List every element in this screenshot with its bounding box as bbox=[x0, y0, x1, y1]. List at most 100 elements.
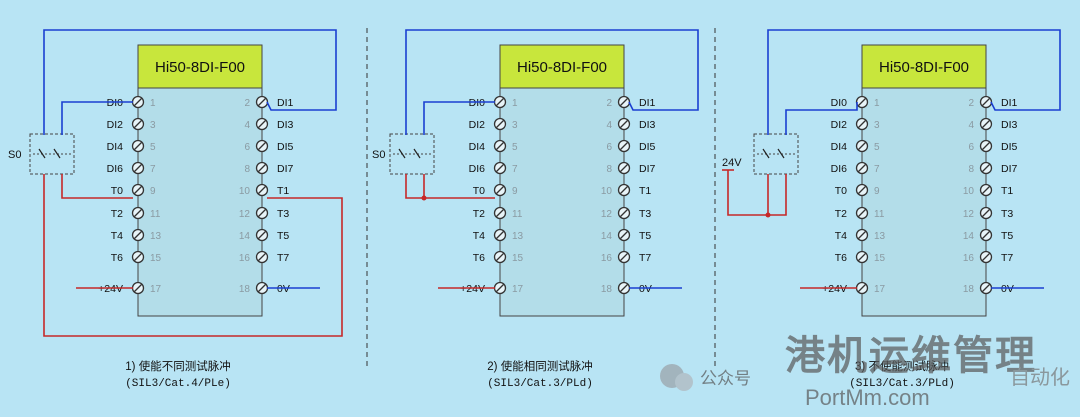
right-terminal-label: DI7 bbox=[639, 163, 656, 175]
left-terminal-number: 3 bbox=[512, 120, 518, 131]
terminal-slot bbox=[620, 98, 628, 106]
left-terminal-label: DI2 bbox=[469, 119, 486, 131]
terminal-slot bbox=[982, 284, 990, 292]
switch-contact bbox=[762, 148, 770, 159]
terminal-slot bbox=[982, 231, 990, 239]
left-terminal-label: T0 bbox=[111, 185, 123, 197]
right-terminal-number: 2 bbox=[968, 98, 974, 109]
terminal-slot bbox=[258, 120, 266, 128]
supply-24v-wire bbox=[727, 170, 787, 216]
right-terminal-number: 6 bbox=[968, 142, 974, 153]
di0-wire bbox=[61, 101, 133, 135]
right-terminal-number: 8 bbox=[968, 164, 974, 175]
left-terminal-number: 5 bbox=[874, 142, 880, 153]
terminal-slot bbox=[620, 253, 628, 261]
caption: 2) 使能相同测试脉冲 bbox=[487, 359, 592, 373]
junction-dot bbox=[421, 195, 427, 201]
left-terminal-number: 13 bbox=[150, 231, 162, 242]
terminal-slot bbox=[620, 120, 628, 128]
left-terminal-number: 9 bbox=[874, 186, 880, 197]
right-terminal-number: 8 bbox=[244, 164, 250, 175]
right-terminal-label: DI7 bbox=[1001, 163, 1018, 175]
right-terminal-label: T3 bbox=[277, 208, 289, 220]
terminal-slot bbox=[620, 164, 628, 172]
switch-label: S0 bbox=[372, 149, 385, 161]
right-terminal-label: 0V bbox=[639, 283, 652, 295]
right-terminal-label: DI7 bbox=[277, 163, 294, 175]
right-terminal-label: 0V bbox=[1001, 283, 1014, 295]
right-terminal-number: 14 bbox=[601, 231, 613, 242]
right-terminal-label: DI1 bbox=[639, 97, 656, 109]
di1-wire bbox=[767, 29, 1061, 135]
left-terminal-number: 3 bbox=[874, 120, 880, 131]
terminal-slot bbox=[858, 231, 866, 239]
left-terminal-label: T0 bbox=[835, 185, 847, 197]
left-terminal-label: DI6 bbox=[107, 163, 124, 175]
right-terminal-label: T3 bbox=[639, 208, 651, 220]
left-terminal-label: DI4 bbox=[469, 141, 486, 153]
switch-enclosure bbox=[753, 133, 799, 175]
terminal-slot bbox=[496, 186, 504, 194]
module-header bbox=[137, 44, 263, 89]
terminal-slot bbox=[982, 164, 990, 172]
module-header bbox=[499, 44, 625, 89]
left-terminal-label: DI2 bbox=[831, 119, 848, 131]
switch-contact bbox=[53, 148, 61, 159]
di0-wire bbox=[785, 102, 858, 135]
left-terminal-number: 13 bbox=[512, 231, 524, 242]
right-terminal-label: T7 bbox=[277, 252, 289, 264]
module-body bbox=[499, 87, 625, 317]
right-terminal-number: 18 bbox=[601, 284, 613, 295]
left-terminal-number: 15 bbox=[874, 253, 886, 264]
right-terminal-label: DI1 bbox=[1001, 97, 1018, 109]
left-terminal-label: DI6 bbox=[469, 163, 486, 175]
right-terminal-number: 12 bbox=[601, 209, 613, 220]
left-terminal-number: 11 bbox=[874, 209, 885, 220]
terminal-slot bbox=[258, 164, 266, 172]
switch-contact bbox=[38, 148, 46, 159]
left-terminal-label: T2 bbox=[111, 208, 123, 220]
left-terminal-label: T6 bbox=[111, 252, 123, 264]
terminal-slot bbox=[496, 284, 504, 292]
t0-wire bbox=[61, 174, 133, 199]
terminal-slot bbox=[620, 142, 628, 150]
t1-wire bbox=[43, 174, 343, 337]
terminal-slot bbox=[134, 284, 142, 292]
right-terminal-number: 14 bbox=[239, 231, 251, 242]
terminal-slot bbox=[858, 253, 866, 261]
left-terminal-number: 1 bbox=[150, 98, 156, 109]
terminal-slot bbox=[858, 284, 866, 292]
terminal-slot bbox=[620, 186, 628, 194]
terminal-slot bbox=[982, 209, 990, 217]
terminal-slot bbox=[858, 120, 866, 128]
left-terminal-label: DI0 bbox=[107, 97, 124, 109]
module-title: Hi50-8DI-F00 bbox=[155, 59, 245, 76]
caption: 1) 使能不同测试脉冲 bbox=[125, 359, 230, 373]
right-terminal-label: T5 bbox=[1001, 230, 1013, 242]
left-terminal-number: 17 bbox=[874, 284, 886, 295]
right-terminal-label: DI3 bbox=[639, 119, 656, 131]
terminal-slot bbox=[496, 142, 504, 150]
terminal-slot bbox=[258, 209, 266, 217]
terminal-slot bbox=[858, 164, 866, 172]
terminal-slot bbox=[134, 253, 142, 261]
right-terminal-label: DI3 bbox=[277, 119, 294, 131]
module-body bbox=[137, 87, 263, 317]
left-terminal-number: 7 bbox=[874, 164, 880, 175]
terminal-slot bbox=[620, 284, 628, 292]
terminal-slot bbox=[858, 209, 866, 217]
left-terminal-label: +24V bbox=[460, 283, 485, 295]
terminal-slot bbox=[258, 186, 266, 194]
subcaption: (SIL3/Cat.4/PLe) bbox=[125, 378, 231, 390]
module-title: Hi50-8DI-F00 bbox=[517, 59, 607, 76]
left-terminal-label: DI0 bbox=[831, 97, 848, 109]
right-terminal-number: 12 bbox=[239, 209, 251, 220]
terminal-slot bbox=[258, 142, 266, 150]
terminal-slot bbox=[858, 142, 866, 150]
switch-label: S0 bbox=[8, 149, 21, 161]
watermark-extra: 自动化 bbox=[1010, 366, 1070, 389]
right-terminal-number: 16 bbox=[601, 253, 613, 264]
left-terminal-label: T2 bbox=[835, 208, 847, 220]
